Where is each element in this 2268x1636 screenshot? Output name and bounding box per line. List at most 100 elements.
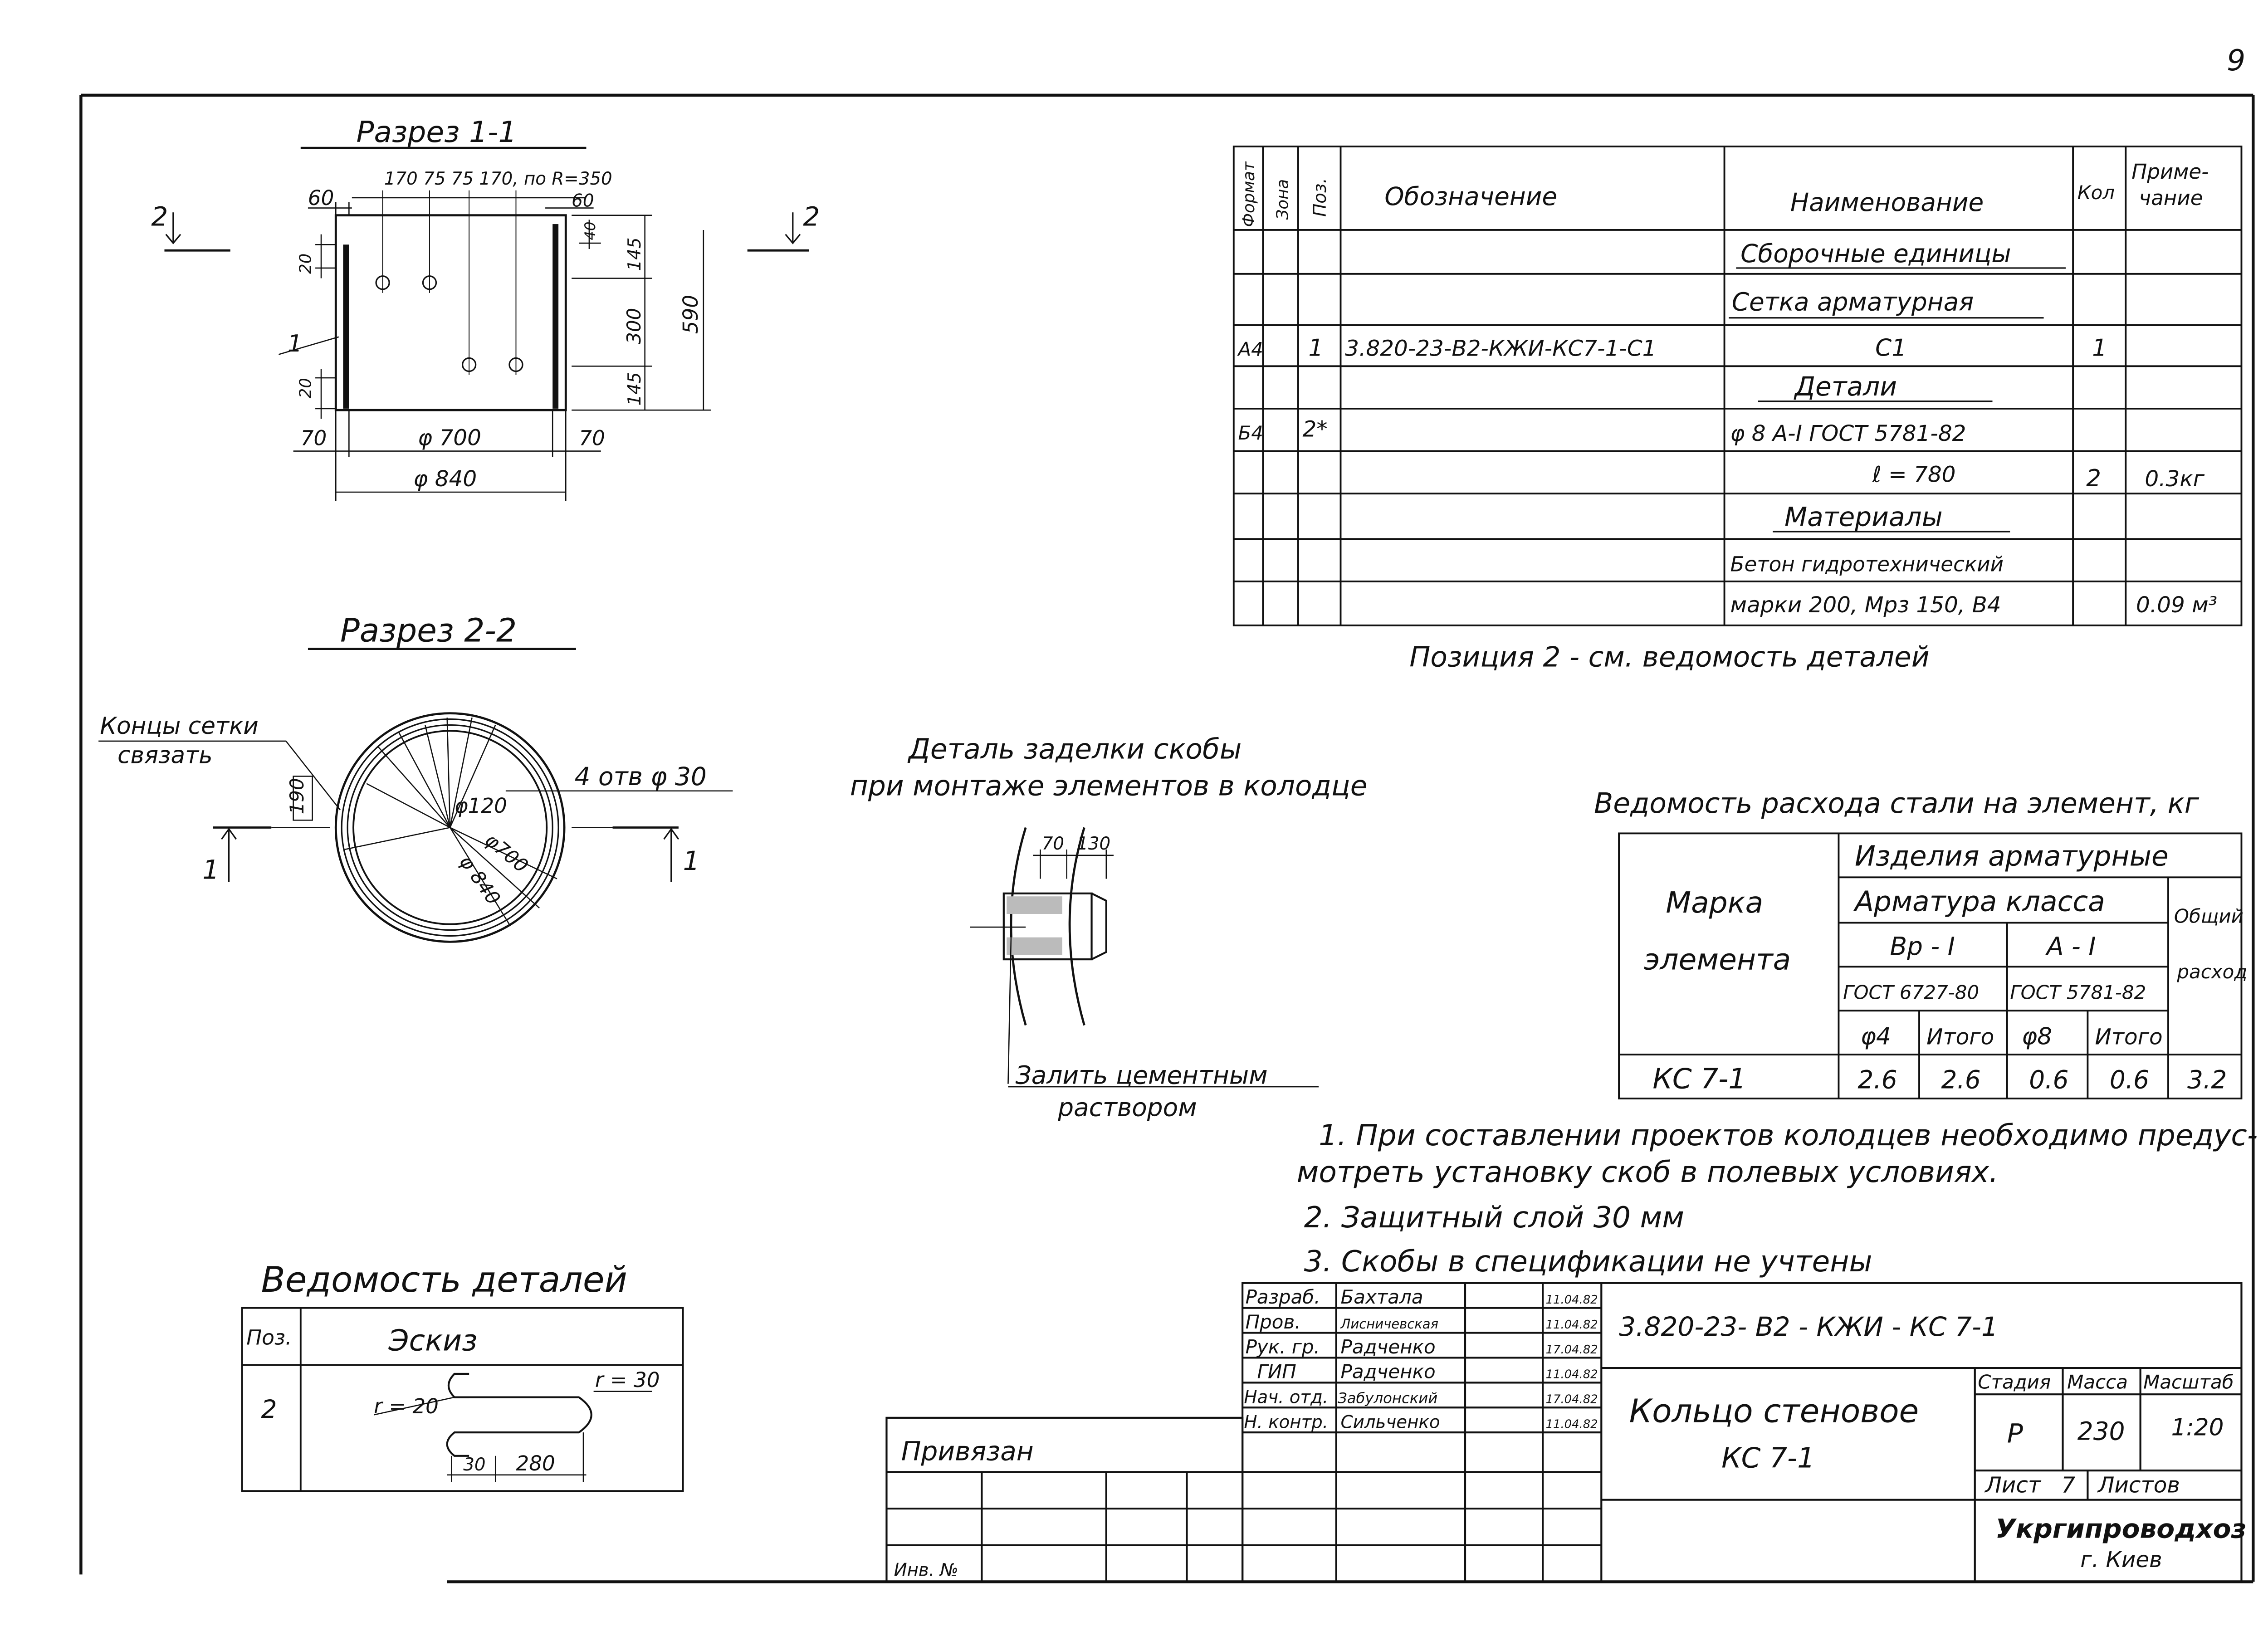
steel-title: Ведомость расхода стали на элемент, кг — [1594, 787, 2200, 820]
detail-note-2: раствором — [1057, 1093, 1197, 1122]
item-name-1: Кольцо стеновое — [1629, 1392, 1919, 1430]
sub-d8: φ8 — [2022, 1023, 2052, 1050]
dim-d120: φ120 — [455, 794, 507, 818]
row3-pos: 1 — [1308, 335, 1323, 362]
section-1-1: Разрез 1-1 2 2 17 — [151, 115, 820, 501]
name-4: Радченко — [1341, 1361, 1436, 1383]
name-5: Забулонский — [1338, 1390, 1437, 1407]
group-label: Изделия арматурные — [1855, 840, 2169, 872]
sheet-value: 7 — [2061, 1473, 2075, 1498]
total-label-1: Общий — [2174, 905, 2244, 927]
org-name: Укргипроводхоз — [1995, 1514, 2246, 1544]
details-hdr-pos: Поз. — [246, 1325, 292, 1349]
col-mark-2: элемента — [1644, 943, 1791, 977]
row-details: Детали — [1794, 371, 1897, 402]
row-materials: Материалы — [1784, 501, 1943, 532]
dim-left-top: 60 — [308, 186, 334, 210]
row5-name: φ 8 А-I ГОСТ 5781-82 — [1730, 421, 1966, 446]
dim-190: 190 — [286, 778, 308, 814]
tie-note-1: Концы сетки — [100, 713, 258, 740]
col-mark-1: Марка — [1666, 886, 1763, 920]
role-3: Рук. гр. — [1246, 1336, 1320, 1358]
stage-value: Р — [2007, 1418, 2023, 1449]
date-1: 11.04.82 — [1546, 1293, 1598, 1307]
dim-145-bottom: 145 — [625, 372, 645, 406]
row3-format: А4 — [1237, 338, 1263, 361]
note-1b: мотреть установку скоб в полевых условия… — [1297, 1155, 1999, 1189]
scale-label: Масштаб — [2143, 1371, 2234, 1393]
item-name-2: КС 7-1 — [1721, 1442, 1815, 1475]
row3-qty: 1 — [2092, 335, 2107, 362]
r20: r = 20 — [374, 1394, 439, 1418]
pos-callout-1: 1 — [288, 330, 303, 357]
org-city: г. Киев — [2080, 1547, 2162, 1573]
title-block: Привязан Инв. № Разраб. Бахтала 11.04.82… — [885, 1282, 2246, 1583]
name-1: Бахтала — [1341, 1286, 1423, 1308]
name-6: Сильченко — [1341, 1412, 1440, 1432]
row6-note: 0.3кг — [2145, 466, 2204, 492]
note-3: 3. Скобы в спецификации не учтены — [1304, 1245, 1872, 1279]
cut-label-right: 2 — [803, 201, 820, 232]
dim-30: 30 — [463, 1455, 485, 1475]
steel-table: Ведомость расхода стали на элемент, кг М… — [1594, 787, 2247, 1099]
hdr-note-1: Приме- — [2131, 160, 2209, 184]
details-hdr-sketch: Эскиз — [388, 1323, 478, 1358]
hdr-pos: Поз. — [1310, 178, 1330, 217]
r30: r = 30 — [595, 1368, 660, 1392]
hdr-qty: Кол — [2077, 181, 2115, 204]
role-5: Нач. отд. — [1244, 1387, 1328, 1408]
dim-right-small: 40 — [582, 222, 599, 240]
hdr-code: Обозначение — [1384, 182, 1557, 211]
row6-name: ℓ = 780 — [1872, 462, 1956, 487]
row3-name: С1 — [1875, 335, 1906, 362]
dim-300: 300 — [623, 308, 645, 344]
row-assembly: Сборочные единицы — [1740, 239, 2011, 268]
general-notes: 1. При составлении проектов колодцев нео… — [1297, 1118, 2258, 1279]
row8-name: Бетон гидротехнический — [1730, 552, 2004, 576]
date-4: 11.04.82 — [1546, 1368, 1598, 1382]
dim-280: 280 — [516, 1451, 555, 1475]
subgroup-label: Арматура класса — [1853, 886, 2105, 918]
section-2-2: Разрез 2-2 Концы сетки связать 4 отв φ 3… — [98, 611, 733, 943]
dim-d840: φ 840 — [413, 466, 477, 492]
date-2: 11.04.82 — [1546, 1318, 1598, 1332]
row6-qty: 2 — [2086, 465, 2101, 492]
details-row-pos: 2 — [261, 1395, 277, 1424]
dim-left-lower: 20 — [296, 378, 315, 398]
row5-pos: 2* — [1303, 416, 1328, 442]
spec-footnote: Позиция 2 - см. ведомость деталей — [1409, 641, 1929, 673]
row9-name: марки 200, Мрз 150, В4 — [1730, 592, 2001, 618]
class-a: А - I — [2045, 932, 2096, 961]
row-v2: 2.6 — [1941, 1065, 1980, 1094]
name-3: Радченко — [1341, 1336, 1436, 1358]
dim-145-top: 145 — [625, 237, 645, 271]
date-5: 17.04.82 — [1546, 1393, 1598, 1406]
dim-d700: φ 700 — [418, 425, 481, 451]
page-number: 9 — [2227, 44, 2245, 78]
sheet-label: Лист — [1984, 1473, 2042, 1498]
stage-label: Стадия — [1978, 1371, 2051, 1393]
date-6: 11.04.82 — [1546, 1417, 1598, 1431]
dim-right-top: 60 — [572, 190, 594, 211]
sheets-label: Листов — [2097, 1473, 2180, 1498]
row5-format: Б4 — [1238, 422, 1263, 444]
holes-label: 4 отв φ 30 — [575, 762, 707, 791]
bound-label: Привязан — [901, 1436, 1034, 1466]
row-mark: КС 7-1 — [1652, 1063, 1746, 1095]
scale-value: 1:20 — [2171, 1414, 2224, 1441]
tie-note-2: связать — [117, 742, 213, 769]
note-2: 2. Защитный слой 30 мм — [1304, 1201, 1684, 1235]
class-vr: Вр - I — [1890, 932, 1955, 961]
dim-top: 170 75 75 170, по R=350 — [384, 169, 612, 189]
hdr-note-2: чание — [2139, 186, 2203, 210]
cut-label-left: 2 — [151, 201, 168, 232]
date-3: 17.04.82 — [1546, 1343, 1598, 1357]
row9-note: 0.09 м³ — [2136, 592, 2217, 618]
section-1-title: Разрез 1-1 — [357, 115, 517, 149]
role-1: Разраб. — [1246, 1286, 1320, 1308]
row-v1: 2.6 — [1857, 1065, 1897, 1094]
dim-right-offset: 70 — [579, 426, 605, 450]
cut-label-1-left: 1 — [202, 855, 219, 885]
details-table: Ведомость деталей Поз. Эскиз 2 r = 20 r … — [241, 1260, 684, 1492]
